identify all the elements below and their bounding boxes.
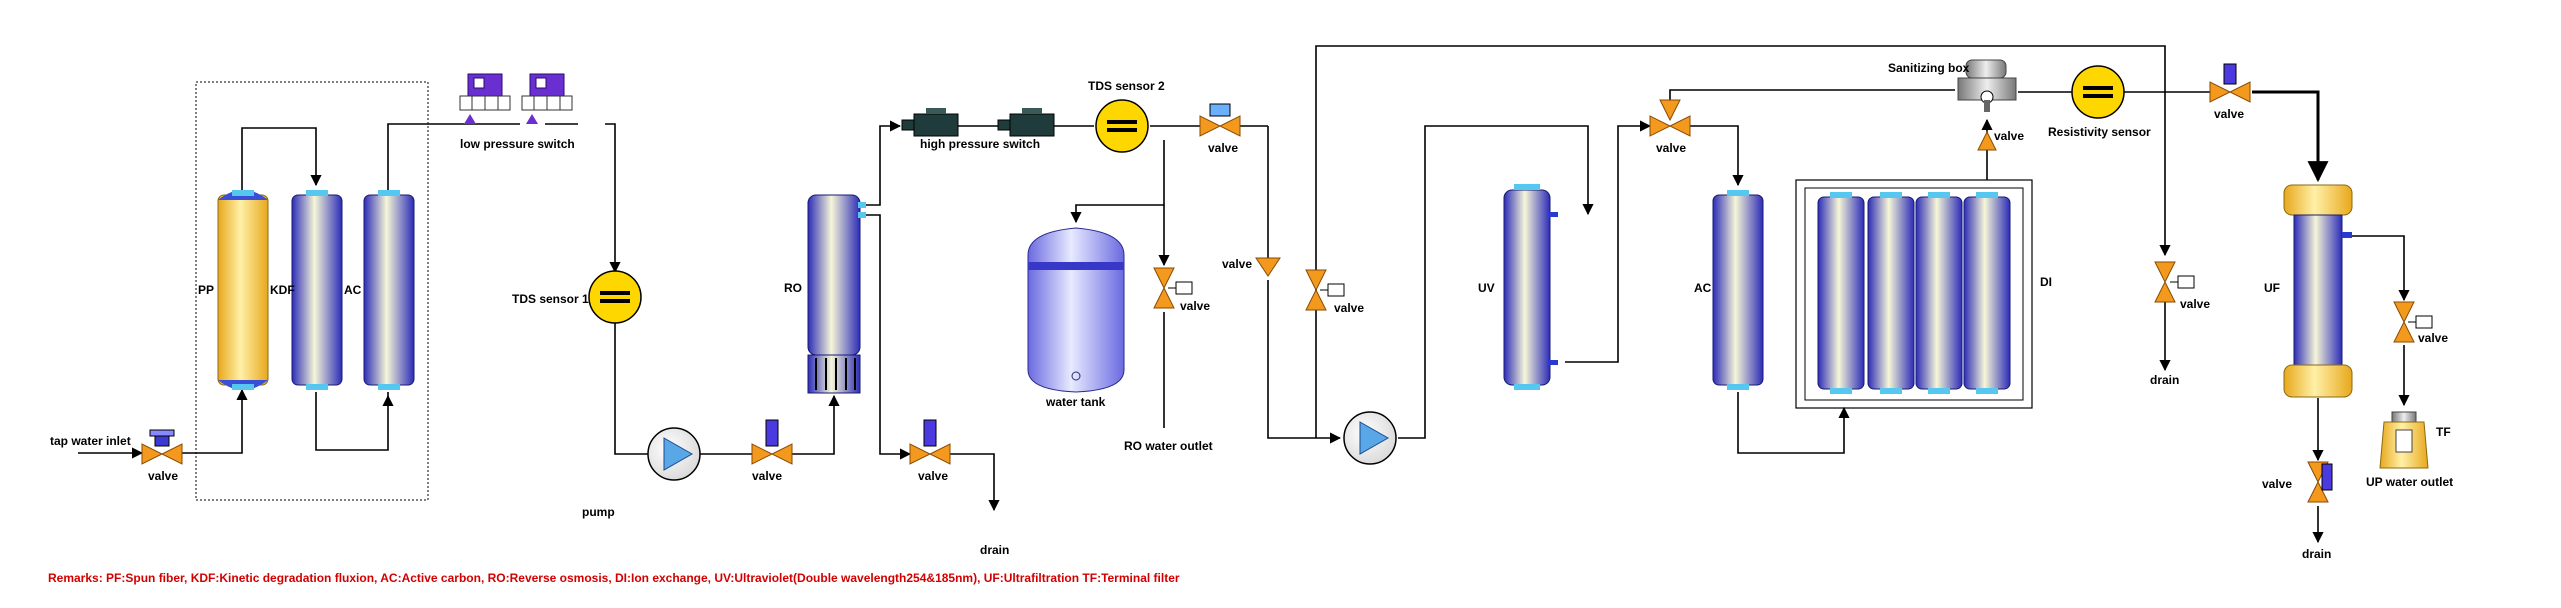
pump-1 bbox=[647, 427, 701, 481]
ac-cartridge bbox=[363, 190, 415, 390]
tds-sensor-1 bbox=[588, 270, 642, 324]
valve-3way-label: valve bbox=[1656, 141, 1686, 155]
check-valve-label: valve bbox=[1222, 257, 1252, 271]
ro-label: RO bbox=[784, 281, 802, 295]
tf-label: TF bbox=[2436, 425, 2451, 439]
ro-membrane bbox=[807, 194, 866, 394]
tap-water-inlet-label: tap water inlet bbox=[50, 434, 131, 448]
valve-after-pump bbox=[751, 419, 793, 465]
di-cartridge-1 bbox=[1817, 192, 1865, 394]
ro-water-outlet-label: RO water outlet bbox=[1124, 439, 1213, 453]
uf-unit bbox=[2283, 184, 2353, 398]
uv-unit bbox=[1503, 184, 1558, 390]
tds-sensor-2 bbox=[1095, 99, 1149, 153]
valve-ro-drain-label: valve bbox=[918, 469, 948, 483]
uv-label: UV bbox=[1478, 281, 1495, 295]
drain-label-3: drain bbox=[2302, 547, 2331, 561]
remarks-text: Remarks: PF:Spun fiber, KDF:Kinetic degr… bbox=[48, 571, 1180, 585]
valve-uf-drain bbox=[2307, 461, 2333, 503]
valve-resistivity-out bbox=[2209, 63, 2251, 103]
tds-sensor-2-label: TDS sensor 2 bbox=[1088, 79, 1165, 93]
resistivity-sensor bbox=[2071, 65, 2125, 119]
valve-loop-label: valve bbox=[1334, 301, 1364, 315]
di-unit bbox=[1795, 179, 2033, 409]
pump-2 bbox=[1343, 411, 1397, 465]
valve-sanitizing-label: valve bbox=[1994, 129, 2024, 143]
valve-sanitizing bbox=[1977, 130, 1997, 151]
sanitizing-box-label: Sanitizing box bbox=[1888, 61, 1970, 75]
di-cartridge-3 bbox=[1915, 192, 1963, 394]
pump-label: pump bbox=[582, 505, 615, 519]
pipes bbox=[78, 45, 2410, 544]
valve-resistivity-label: valve bbox=[2214, 107, 2244, 121]
ac2-label: AC bbox=[1694, 281, 1712, 295]
water-tank bbox=[1027, 227, 1125, 393]
sanitizing-box bbox=[1957, 59, 2017, 112]
tds-sensor-1-label: TDS sensor 1 bbox=[512, 292, 589, 306]
di-cartridge-4 bbox=[1963, 192, 2011, 394]
valve-loop bbox=[1305, 269, 1345, 311]
pp-cartridge bbox=[217, 190, 269, 390]
drain-label-1: drain bbox=[980, 543, 1009, 557]
uf-label: UF bbox=[2264, 281, 2280, 295]
prefilter-group-box bbox=[195, 81, 429, 501]
di-cartridge-2 bbox=[1867, 192, 1915, 394]
high-pressure-switch-1 bbox=[901, 108, 959, 137]
valve-tf bbox=[2393, 301, 2433, 343]
valve-drain-right-label: valve bbox=[2180, 297, 2210, 311]
valve-inlet bbox=[141, 429, 183, 465]
resistivity-sensor-label: Resistivity sensor bbox=[2048, 125, 2151, 139]
valve-ro-drain bbox=[909, 419, 951, 465]
pp-label: PP bbox=[198, 283, 214, 297]
drain-label-2: drain bbox=[2150, 373, 2179, 387]
ac-label: AC bbox=[344, 283, 362, 297]
ac-cartridge-2 bbox=[1712, 190, 1764, 390]
valve-tds2-label: valve bbox=[1208, 141, 1238, 155]
water-tank-label: water tank bbox=[1045, 395, 1106, 409]
up-water-outlet-label: UP water outlet bbox=[2366, 475, 2453, 489]
low-pressure-switch-1 bbox=[459, 73, 511, 124]
check-valve bbox=[1255, 257, 1281, 277]
valve-after-pump-label: valve bbox=[752, 469, 782, 483]
terminal-filter bbox=[2379, 411, 2429, 469]
kdf-label: KDF bbox=[270, 283, 295, 297]
di-label: DI bbox=[2040, 275, 2052, 289]
valve-3way bbox=[1649, 99, 1691, 137]
valve-ro-outlet bbox=[1153, 267, 1193, 309]
valve-tf-label: valve bbox=[2418, 331, 2448, 345]
high-pressure-switch-2 bbox=[997, 108, 1055, 137]
valve-tds2-out bbox=[1199, 103, 1241, 137]
kdf-cartridge bbox=[291, 190, 343, 390]
high-pressure-switch-label: high pressure switch bbox=[920, 137, 1040, 151]
valve-ro-outlet-label: valve bbox=[1180, 299, 1210, 313]
low-pressure-switch-label: low pressure switch bbox=[460, 137, 575, 151]
valve-inlet-label: valve bbox=[148, 469, 178, 483]
valve-drain-right bbox=[2154, 261, 2195, 303]
low-pressure-switch-2 bbox=[521, 73, 573, 124]
valve-uf-drain-label: valve bbox=[2262, 477, 2292, 491]
